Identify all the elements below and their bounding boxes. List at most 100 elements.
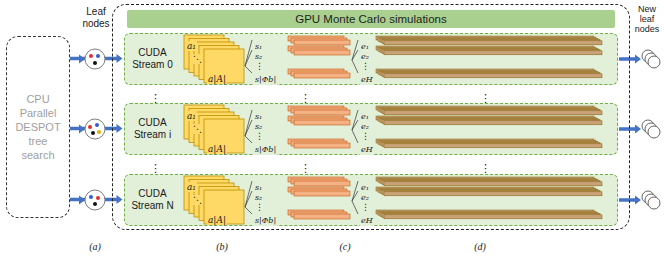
stream-fill bbox=[124, 33, 618, 85]
new-leaf-node bbox=[648, 56, 660, 68]
panel-tag: (a) bbox=[89, 241, 101, 253]
state-label: s|Φb| bbox=[254, 216, 277, 226]
action-label: a₁ bbox=[186, 41, 197, 51]
fan-line bbox=[352, 191, 358, 201]
arrow-head bbox=[117, 195, 123, 204]
fan-line bbox=[352, 181, 358, 201]
fan-line bbox=[245, 207, 252, 214]
state-bar bbox=[294, 110, 350, 115]
fan-line bbox=[245, 191, 252, 207]
action-card bbox=[204, 190, 244, 224]
episode-bar bbox=[384, 51, 602, 55]
particle-dot bbox=[93, 202, 97, 206]
state-bar bbox=[294, 214, 350, 219]
particle-dot bbox=[88, 125, 92, 129]
state-bar bbox=[294, 73, 350, 78]
new-leaf-node bbox=[648, 197, 660, 209]
vertical-ellipsis: ⋮ bbox=[480, 93, 491, 105]
ellipsis: ⋱ bbox=[192, 54, 203, 64]
arrow-head bbox=[117, 124, 123, 133]
fan-line bbox=[245, 50, 252, 66]
output-arrow bbox=[619, 198, 636, 202]
episode-bar bbox=[384, 144, 602, 148]
particle-dot bbox=[96, 54, 100, 58]
stream-fill bbox=[124, 174, 618, 226]
new-leaf-label: New leaf nodes bbox=[632, 4, 662, 34]
stream-label: CUDA Stream i bbox=[129, 117, 177, 141]
ellipsis: ⋮ bbox=[360, 202, 371, 212]
state-label: s₁ bbox=[254, 112, 263, 122]
arrow-head bbox=[79, 125, 85, 134]
fan-line bbox=[245, 181, 252, 207]
particle-dot bbox=[96, 196, 100, 200]
fan-line bbox=[352, 201, 358, 214]
leaf-node bbox=[85, 49, 105, 69]
particle-dot bbox=[91, 131, 95, 135]
stream-label: CUDA Stream 0 bbox=[129, 47, 177, 71]
state-bar bbox=[294, 191, 350, 196]
arrow-head bbox=[635, 125, 641, 134]
ellipsis: ⋮ bbox=[360, 131, 371, 141]
output-arrow bbox=[619, 57, 636, 61]
particle-dot bbox=[89, 54, 93, 58]
fan-line bbox=[245, 66, 252, 73]
vertical-ellipsis: ⋮ bbox=[150, 163, 161, 175]
state-label: s|Φb| bbox=[254, 145, 277, 155]
action-card bbox=[204, 119, 244, 153]
ellipsis: ⋮ bbox=[360, 61, 371, 71]
state-bar bbox=[294, 143, 350, 148]
ellipsis: ⋮ bbox=[254, 131, 265, 141]
episode-bar bbox=[384, 111, 602, 115]
output-arrow bbox=[619, 127, 636, 131]
stream-fill bbox=[124, 103, 618, 155]
new-leaf-node bbox=[648, 126, 660, 138]
fan-line bbox=[352, 60, 358, 73]
fan-line bbox=[352, 110, 358, 130]
action-label: a|A| bbox=[207, 215, 227, 225]
panel-tag: (c) bbox=[339, 241, 350, 253]
particle-dot bbox=[97, 130, 101, 134]
episode-label: e₁ bbox=[360, 112, 370, 122]
episode-bar bbox=[384, 121, 602, 125]
panel-tag: (b) bbox=[216, 241, 228, 253]
episode-bar bbox=[384, 192, 602, 196]
fan-line bbox=[245, 136, 252, 143]
ellipsis: ⋮ bbox=[254, 202, 265, 212]
fan-line bbox=[245, 110, 252, 136]
particle-dot bbox=[95, 123, 99, 127]
fan-line bbox=[352, 40, 358, 60]
particle-dot bbox=[93, 61, 97, 65]
action-label: a₁ bbox=[186, 182, 197, 192]
gpu-banner: GPU Monte Carlo simulations bbox=[127, 10, 615, 28]
fan-line bbox=[352, 120, 358, 130]
arrow-head bbox=[117, 54, 123, 63]
episode-label: eH bbox=[360, 145, 374, 155]
arrow-head bbox=[79, 55, 85, 64]
vertical-ellipsis: ⋮ bbox=[300, 93, 311, 105]
stream-label: CUDA Stream N bbox=[129, 188, 177, 212]
episode-bar bbox=[384, 215, 602, 219]
ellipsis: ⋮ bbox=[254, 61, 265, 71]
state-label: s|Φb| bbox=[254, 75, 277, 85]
episode-label: eH bbox=[360, 216, 374, 226]
episode-label: e₁ bbox=[360, 42, 370, 52]
action-label: a|A| bbox=[207, 144, 227, 154]
arrow-head bbox=[635, 196, 641, 205]
action-label: a₁ bbox=[186, 111, 197, 121]
state-label: s₁ bbox=[254, 42, 263, 52]
panel-tag: (d) bbox=[474, 241, 486, 253]
leaf-node bbox=[85, 119, 105, 139]
particle-dot bbox=[89, 195, 93, 199]
state-bar bbox=[294, 120, 350, 125]
arrow-head bbox=[79, 196, 85, 205]
ellipsis: ⋱ bbox=[192, 124, 203, 134]
leaf-nodes-label: Leaf nodes bbox=[78, 6, 114, 30]
state-bar bbox=[294, 40, 350, 45]
episode-label: eH bbox=[360, 75, 374, 85]
ellipsis: ⋱ bbox=[192, 195, 203, 205]
fan-line bbox=[245, 120, 252, 136]
episode-bar bbox=[384, 41, 602, 45]
state-bar bbox=[294, 181, 350, 186]
arrow-head bbox=[635, 55, 641, 64]
episode-bar bbox=[384, 74, 602, 78]
